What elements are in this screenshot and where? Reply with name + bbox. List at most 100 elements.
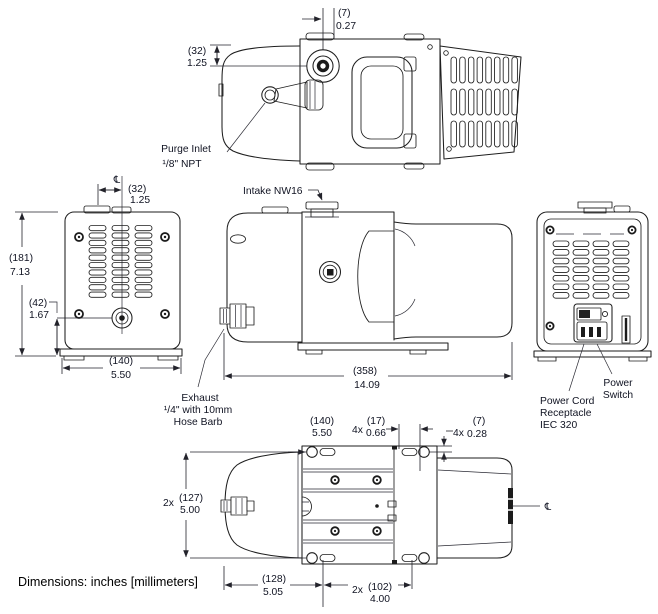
dim-text: 2x [352,585,364,596]
dim-text: 1.67 [29,310,49,321]
fitting-boss [301,496,312,517]
vent-slot [612,292,630,299]
dim-text: (32) [188,46,206,57]
screw [545,321,555,331]
vent-slot [88,269,107,276]
intake-flange-rear [577,201,613,209]
vent-slot [552,283,570,291]
vent-slot [88,232,107,239]
vent-slot [485,120,492,148]
vent-slot [111,239,130,246]
rail-lines [303,468,393,544]
mid-plate [301,211,395,341]
foot [628,356,648,362]
pump-curve [357,230,395,323]
front-vent-grille [88,225,153,298]
vent-slot [111,291,130,298]
leader-line [226,102,266,153]
vent-slot [88,291,107,298]
mount-tab [305,162,335,171]
dimensions-note: Dimensions: inches [millimeters] [18,575,198,589]
exhaust-label: Hose Barb [174,417,223,428]
vent-slot [111,232,130,239]
rear-view: Power Switch Power Cord Receptacle IEC 3… [533,201,652,431]
intake-neck [310,208,334,218]
mount-slot [401,554,418,562]
dim-text: 7.13 [10,267,30,278]
dim-text: 5.50 [111,370,131,381]
purge-port [264,89,276,101]
vent-slot [134,225,153,232]
vent-slot [592,274,610,282]
motor-outline [393,221,513,340]
front-cover-outline [221,45,301,162]
vent-slot [552,292,570,299]
vent-slot [476,120,484,148]
vent-slot [572,283,590,291]
dim-text: 5.00 [180,505,200,516]
intake-flange [305,201,339,210]
vent-slot [592,257,610,265]
center-dot [375,504,379,508]
screw-dot [375,529,379,533]
front-view: ℄ (32) 1.25 (181) 7.13 (42) 1.67 (140) 5… [9,175,183,381]
fitting-boss-detail [302,501,309,512]
extension-line [61,358,182,374]
purge-inlet-label: ¹/8" NPT [162,159,202,170]
motor-end-outline [436,457,513,559]
vent-slot [111,262,130,269]
foot [409,349,427,355]
vent-slot [88,247,107,254]
vent-slot [592,283,610,291]
screw [372,526,382,536]
screw-dot [548,228,552,232]
screw-dot [333,478,337,482]
dim-text: (140) [109,356,133,367]
motor-end-contour [437,469,512,547]
leader-line [197,328,225,388]
base-plate [59,348,183,357]
vent-slot [450,120,457,148]
foot [537,356,557,362]
handle-hinge [403,56,417,72]
screw [372,475,382,485]
dim-text: 5.50 [312,428,332,439]
mount-tab [403,33,425,41]
dim-text: (102) [368,582,392,593]
dim-text: (42) [29,298,47,309]
vent-slot [134,276,153,283]
sight-glass-plug [327,269,334,276]
extension-line [398,424,421,471]
purge-fitting-body [273,81,308,109]
vent-slot [88,225,107,232]
exhaust-nut [230,496,248,516]
vent-slot [494,56,501,84]
vent-panel-outline [439,45,522,160]
vent-slot [592,240,610,248]
receptacle-pin-slot [589,327,593,337]
vent-slot [459,88,466,116]
vent-slot [450,56,457,84]
foot [157,355,179,361]
extension-line [223,560,413,607]
dim-text: (181) [9,253,33,264]
vent-slot [612,266,630,273]
screw-dot [77,312,81,316]
vent-slot [134,254,153,261]
screw [627,225,637,235]
switch-indicator [601,310,609,318]
dim-text: (127) [179,493,203,504]
screw [160,309,170,319]
vent-slot [494,88,501,116]
vent-slot [111,276,130,283]
leader-arrow [308,189,323,201]
divider-tick [392,446,397,450]
dim-text: 1.25 [187,58,207,69]
carry-handle-inner [360,65,404,140]
intake-label: Intake NW16 [243,186,303,197]
vent-slot [88,239,107,246]
screw [545,225,555,235]
vent-slot-dark [508,488,513,524]
divider-tick [392,560,397,564]
power-switch-label: Switch [603,390,634,401]
